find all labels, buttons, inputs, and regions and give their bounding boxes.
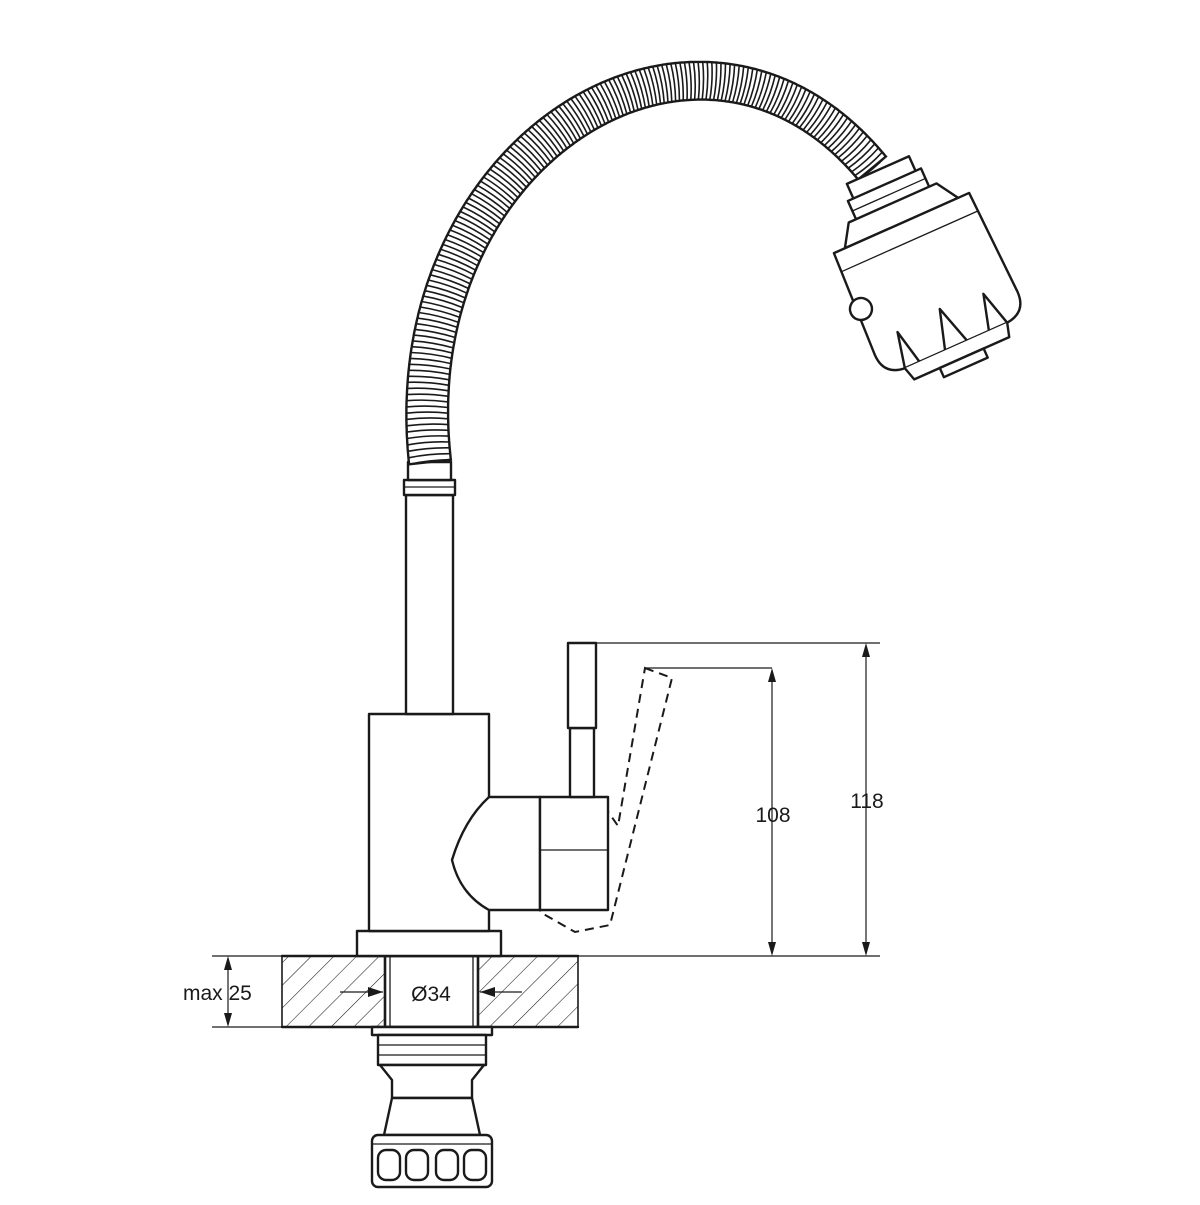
spout-tube <box>402 460 457 716</box>
total-height-label: 118 <box>850 790 883 813</box>
lower-shank-assembly <box>370 1025 494 1189</box>
cartridge-housing <box>450 795 542 912</box>
flexible-hose <box>405 60 888 466</box>
height-dimensions: 108 118 <box>500 642 884 957</box>
diameter-label: Ø34 <box>411 983 451 1006</box>
base-flange <box>355 929 503 958</box>
shank-through-hole <box>383 954 480 1029</box>
thickness-dimension: max 25 <box>183 955 282 1028</box>
lever-height-label: 108 <box>755 804 790 827</box>
mounting-shank <box>383 954 480 1029</box>
spray-toggle-button <box>848 296 874 322</box>
diameter-dimension: Ø34 <box>340 983 522 1006</box>
hose-corrugation-rings <box>406 61 887 466</box>
thickness-label: max 25 <box>183 982 252 1005</box>
mounting-nut <box>370 1133 494 1189</box>
handle-lever <box>538 641 610 912</box>
spray-head <box>832 155 1022 381</box>
lever-alternate-position <box>536 666 772 934</box>
lever-grip <box>566 641 598 730</box>
